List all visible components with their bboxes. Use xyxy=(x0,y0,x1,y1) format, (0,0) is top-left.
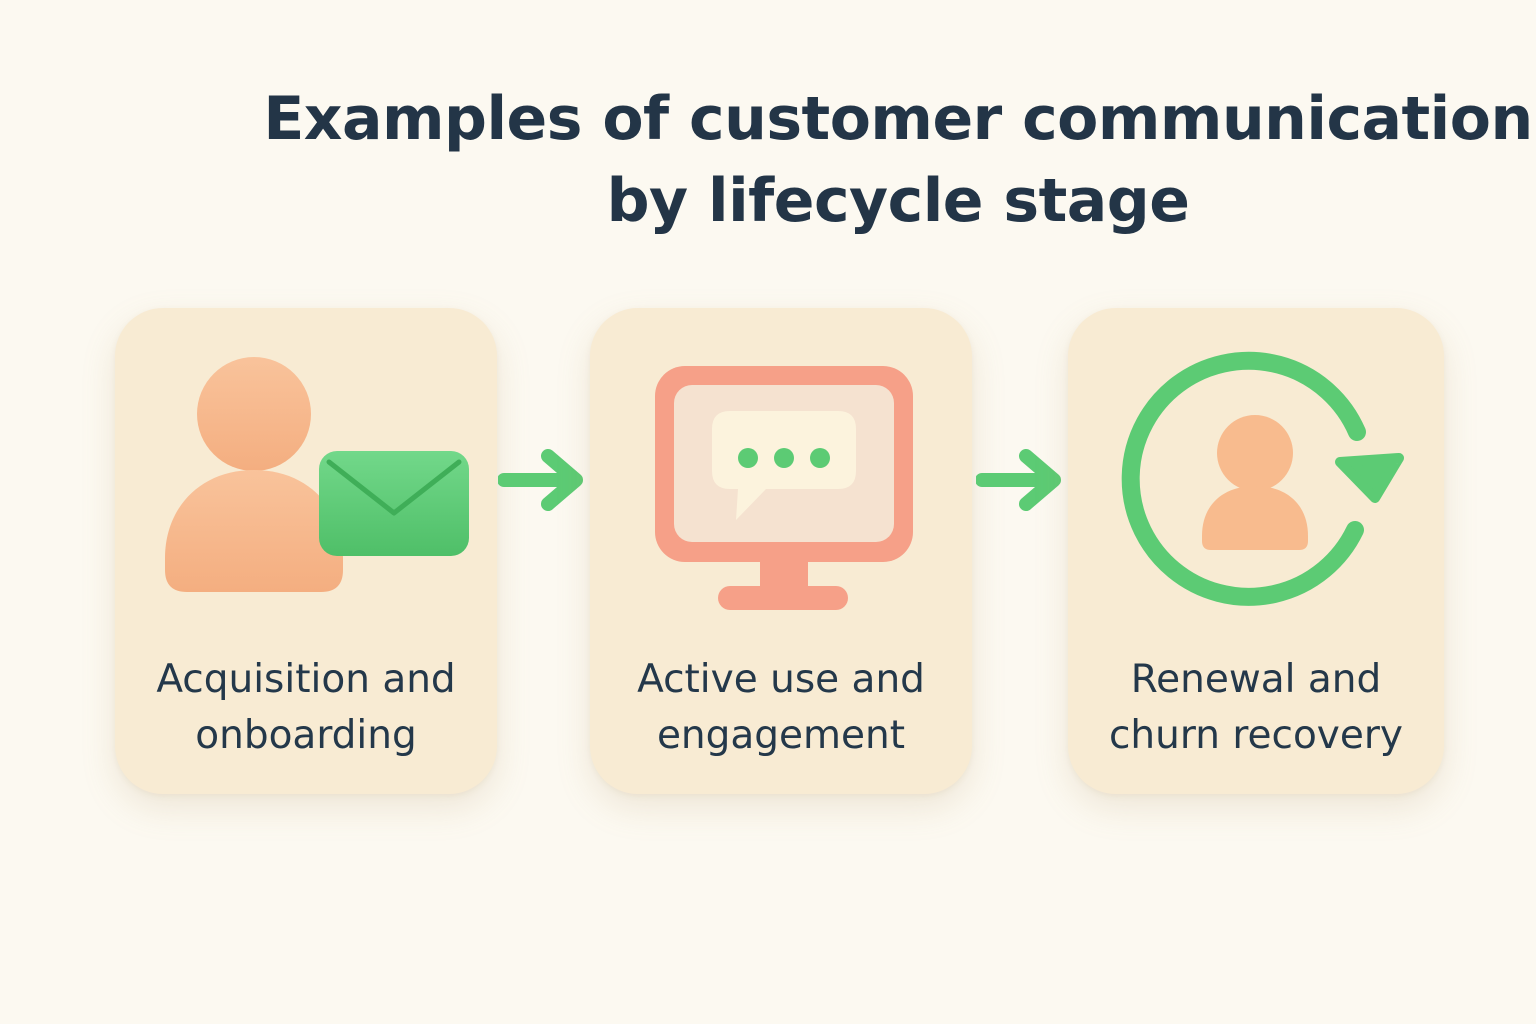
stage-label-line-1: Acquisition and xyxy=(156,657,456,702)
stage-card-engagement: Active use and engagement xyxy=(590,308,972,794)
stage-label-line-2: onboarding xyxy=(195,713,417,758)
stage-label-line-1: Renewal and xyxy=(1130,657,1382,702)
stage-label-renewal: Renewal and churn recovery xyxy=(1068,652,1444,764)
stage-label-acquisition: Acquisition and onboarding xyxy=(115,652,497,764)
diagram-title: Examples of customer communication by li… xyxy=(260,78,1536,242)
user-cycle-icon xyxy=(1121,351,1404,606)
user-with-envelope-icon xyxy=(165,357,469,592)
stage-card-renewal: Renewal and churn recovery xyxy=(1068,308,1444,794)
arrow-right-icon xyxy=(976,449,1061,511)
stage-label-engagement: Active use and engagement xyxy=(590,652,972,764)
stage-label-line-2: engagement xyxy=(656,713,906,758)
arrow-right-icon xyxy=(498,449,583,511)
monitor-chat-bubble-icon xyxy=(655,366,913,610)
stage-card-acquisition: Acquisition and onboarding xyxy=(115,308,497,794)
stage-label-line-1: Active use and xyxy=(637,657,925,702)
stage-label-line-2: churn recovery xyxy=(1108,713,1403,758)
diagram-title-line-1: Examples of customer communication xyxy=(263,84,1533,154)
diagram-title-line-2: by lifecycle stage xyxy=(606,166,1190,236)
